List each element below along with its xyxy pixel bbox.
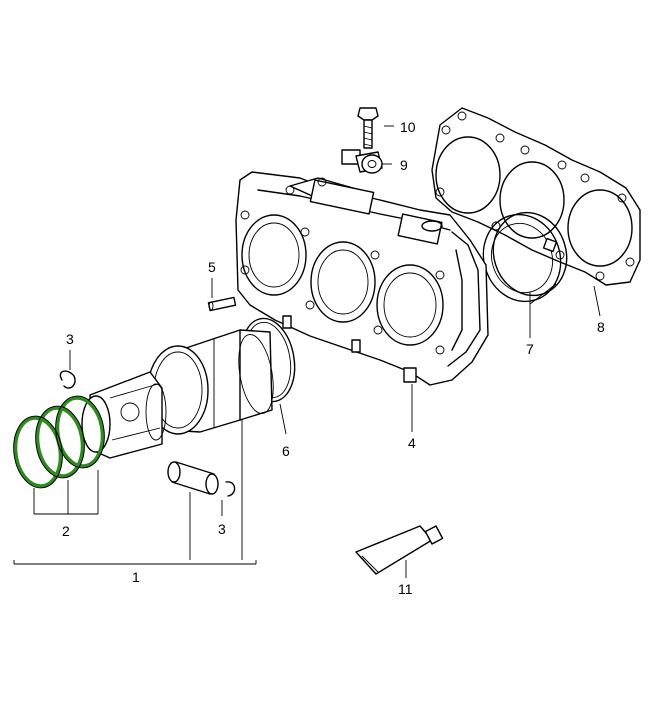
callout-7: 7 bbox=[526, 341, 534, 357]
piston-pin[interactable] bbox=[167, 461, 219, 495]
head-gasket[interactable] bbox=[431, 107, 641, 286]
callout-11: 11 bbox=[398, 581, 413, 597]
callout-9: 9 bbox=[400, 157, 408, 173]
callout-8: 8 bbox=[597, 319, 605, 335]
piston[interactable] bbox=[81, 371, 167, 459]
sealant-tube[interactable] bbox=[355, 525, 444, 575]
leader-lines bbox=[13, 125, 601, 578]
callout-10: 10 bbox=[400, 119, 416, 135]
callout-4: 4 bbox=[408, 435, 416, 451]
cylinder-housing[interactable] bbox=[235, 171, 489, 386]
callout-6: 6 bbox=[282, 443, 290, 459]
callout-5: 5 bbox=[208, 259, 216, 275]
piston-rings[interactable] bbox=[9, 393, 109, 491]
bolt[interactable] bbox=[357, 107, 379, 149]
cylinder-liner[interactable] bbox=[147, 329, 279, 435]
callout-3-bottom: 3 bbox=[218, 521, 226, 537]
callout-3-top: 3 bbox=[66, 331, 74, 347]
callout-labels: 1 2 3 3 4 5 6 7 8 9 10 11 bbox=[62, 119, 605, 597]
callout-1: 1 bbox=[132, 569, 140, 585]
knock-sensor[interactable] bbox=[341, 149, 383, 174]
callout-2: 2 bbox=[62, 523, 70, 539]
circlip-top[interactable] bbox=[59, 370, 76, 389]
dowel-pin[interactable] bbox=[207, 296, 237, 312]
circlip-bottom[interactable] bbox=[225, 481, 236, 497]
